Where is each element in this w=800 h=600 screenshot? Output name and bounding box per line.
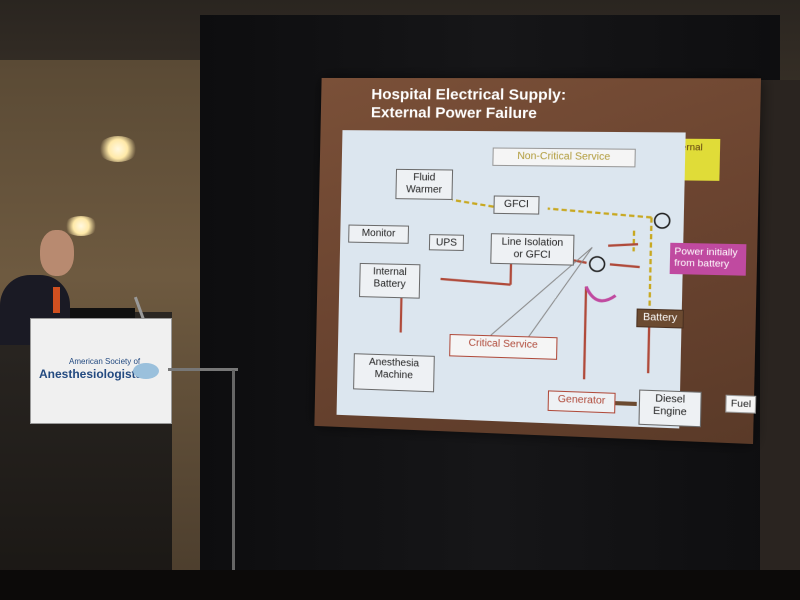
anesthesia-machine-box: Anesthesia Machine: [353, 353, 435, 393]
floor: [0, 570, 800, 600]
stage-side-wall: [760, 80, 800, 600]
fluid-warmer-box: Fluid Warmer: [395, 168, 454, 200]
ceiling-light-icon: [98, 136, 138, 162]
monitor-box: Monitor: [348, 224, 410, 244]
line-isolation-box: Line Isolation or GFCI: [490, 233, 575, 266]
fuel-label: Fuel: [725, 394, 757, 414]
battery-box: Battery: [636, 308, 684, 329]
society-logo-icon: [133, 363, 159, 379]
generator-box: Generator: [547, 390, 616, 414]
sign-org-main: Anesthesiologists: [39, 367, 143, 381]
speaker-tie: [53, 287, 60, 313]
speaker-head: [40, 230, 74, 276]
non-critical-service-label: Non-Critical Service: [492, 147, 636, 168]
diesel-engine-box: Diesel Engine: [638, 389, 702, 428]
internal-battery-box: Internal Battery: [359, 262, 421, 299]
podium-sign: American Society of Anesthesiologists: [30, 318, 172, 424]
gfci-box: GFCI: [493, 195, 540, 215]
projected-slide: Hospital Electrical Supply: External Pow…: [314, 77, 762, 445]
power-note-callout: Power initially from battery: [669, 242, 747, 276]
stair-rail: [168, 368, 238, 371]
ups-box: UPS: [428, 234, 465, 251]
slide-title: Hospital Electrical Supply: External Pow…: [370, 86, 567, 123]
stair-rail-post: [232, 370, 235, 570]
sign-org-top: American Society of: [69, 357, 141, 366]
critical-service-label: Critical Service: [449, 333, 558, 360]
circuit-diagram: Non-Critical Service Fluid Warmer GFCI M…: [336, 130, 757, 429]
ceiling-light-icon: [64, 216, 98, 236]
